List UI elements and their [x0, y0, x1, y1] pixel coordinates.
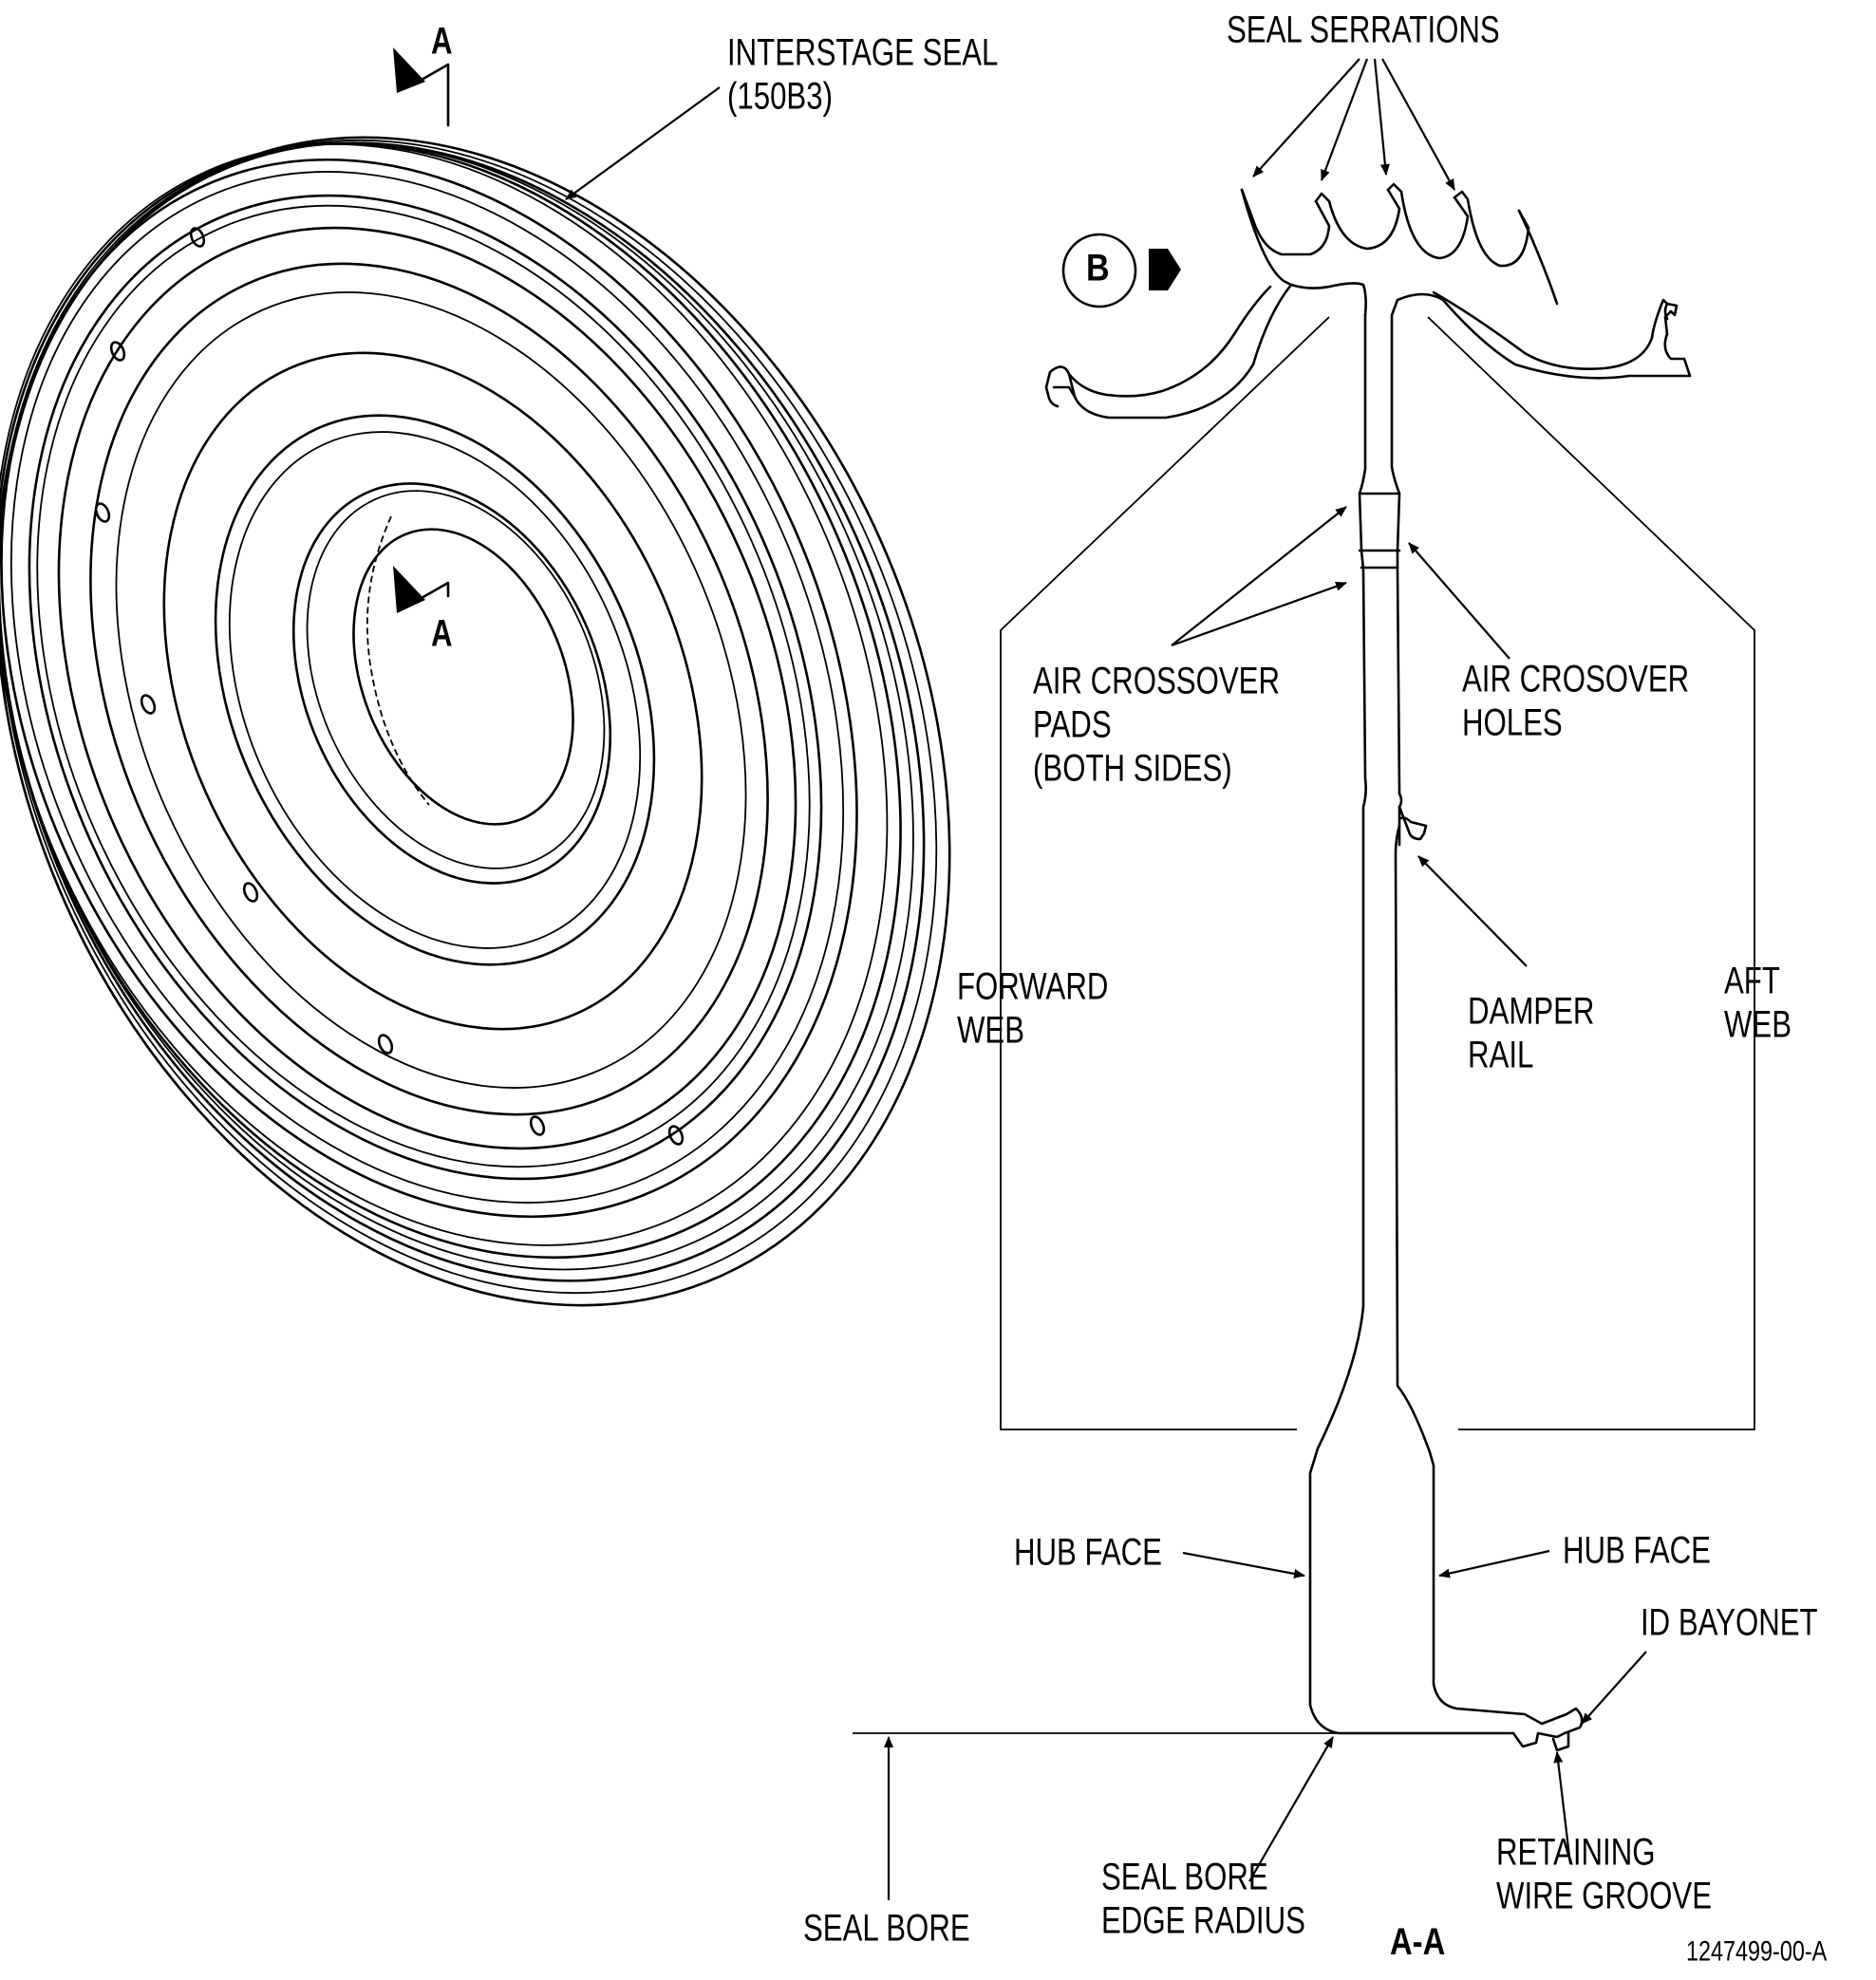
interstage-seal-label-line2: (150B3)	[727, 75, 833, 118]
retaining-wire-groove-label-line1: RETAINING	[1496, 1831, 1656, 1874]
air-crossover-pads-label-line1: AIR CROSSOVER	[1033, 660, 1280, 702]
section-title: A-A	[1390, 1920, 1445, 1963]
leader-lines	[565, 58, 1647, 1900]
id-bayonet-label: ID BAYONET	[1641, 1601, 1818, 1644]
seal-bore-label: SEAL BORE	[803, 1907, 970, 1950]
air-crossover-holes-label-line1: AIR CROSOVER	[1462, 658, 1689, 700]
seal-bore-edge-radius-label-line2: EDGE RADIUS	[1101, 1899, 1305, 1942]
web-envelope-outline	[1000, 316, 1755, 1430]
aft-web-label-line2: WEB	[1724, 1003, 1792, 1046]
view-b-label: B	[1086, 246, 1110, 289]
damper-rail-label-line2: RAIL	[1468, 1034, 1533, 1076]
seal-bore-edge-radius-label-line1: SEAL BORE	[1101, 1856, 1268, 1898]
interstage-seal-label-line1: INTERSTAGE SEAL	[727, 31, 998, 74]
air-crossover-pads-label-line2: PADS	[1033, 703, 1112, 746]
section-cut-marker-bottom	[393, 566, 450, 613]
cross-section-profile	[1044, 182, 1692, 1752]
interstage-seal-disk	[0, 136, 951, 1307]
section-arrow-label-top: A	[431, 20, 453, 63]
section-arrow-label-bottom: A	[431, 612, 453, 655]
air-crossover-holes-label-line2: HOLES	[1462, 701, 1563, 744]
drawing-number: 1247499-00-A	[1686, 1935, 1827, 1967]
retaining-wire-groove-label-line2: WIRE GROOVE	[1496, 1875, 1712, 1917]
aft-web-label-line1: AFT	[1724, 960, 1780, 1002]
hub-face-right-label: HUB FACE	[1563, 1529, 1711, 1572]
labels: A A INTERSTAGE SEAL (150B3) SEAL SERRATI…	[431, 9, 1827, 1967]
forward-web-label-line1: FORWARD	[957, 965, 1108, 1008]
forward-web-label-line2: WEB	[957, 1009, 1024, 1052]
seal-serrations-label: SEAL SERRATIONS	[1227, 9, 1500, 51]
air-crossover-pads-label-line3: (BOTH SIDES)	[1033, 747, 1232, 790]
hub-face-left-label: HUB FACE	[1014, 1531, 1162, 1574]
section-cut-marker-top	[393, 47, 450, 127]
view-b-marker	[1061, 233, 1181, 308]
damper-rail-label-line1: DAMPER	[1468, 990, 1594, 1033]
